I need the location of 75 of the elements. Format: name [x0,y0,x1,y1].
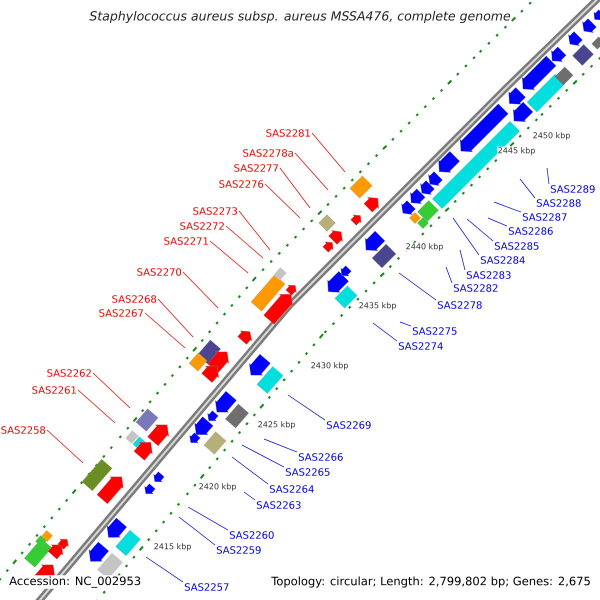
scale-label: 2435 kbp [358,302,397,310]
scale-label: 2430 kbp [310,362,349,370]
footer-text: Accession: NC_002953 [8,575,142,589]
leader-line [238,210,270,250]
gene-label: SAS2275 [412,327,456,335]
leader-line [232,456,268,484]
leader-line [46,430,84,464]
gene-label: SAS2284 [480,256,525,264]
gene-label: SAS2285 [494,242,538,250]
scale-label: 2445 kbp [497,146,536,156]
leader-line [372,322,398,342]
leader-line [144,312,186,348]
leader-line [452,218,480,256]
leader-line [182,272,218,308]
gene-label: SAS2277 [234,164,278,172]
gene-label: SAS2258 [1,426,46,434]
leader-line [546,168,550,184]
gene-label: SAS2268 [112,295,156,303]
gene-label: SAS2263 [256,501,301,509]
leader-line [178,516,216,546]
leader-line [288,394,326,420]
leader-line [400,322,412,326]
gene-label: SAS2259 [216,546,261,554]
leader-line [158,298,194,338]
leader-line [244,492,256,500]
gene-label: SAS2267 [99,309,143,317]
title: Staphylococcus aureus subsp. aureus MSSA476, complete genome [89,10,510,24]
gene-label: SAS2265 [286,468,330,476]
leader-line [146,556,184,582]
leader-line [242,444,284,468]
leader-line [460,250,466,270]
gene-label: SAS2287 [522,213,566,221]
gene-label: SAS2288 [536,199,581,207]
scale-label: 2420 kbp [198,482,237,492]
scale-label: 2415 kbp [153,542,192,552]
gene-label: SAS2260 [230,531,274,539]
gene-label: SAS2282 [454,284,498,292]
gene-label: SAS2270 [137,268,182,276]
scale-label: 2450 kbp [532,132,571,140]
gene-label: SAS2286 [508,227,553,235]
gene-label: SAS2271 [164,237,208,245]
leader-line [264,184,300,218]
gene-label: SAS2261 [32,386,76,394]
leader-line [398,272,436,300]
gene-label: SAS2266 [298,453,343,461]
leader-line [280,168,310,208]
gene-label: SAS2272 [180,222,224,230]
leader-line [494,202,522,212]
leader-line [446,266,452,284]
leader-line [466,218,494,242]
gene-label: SAS2278a [243,149,293,157]
leader-line [78,390,116,424]
scale-label: 2425 kbp [257,420,296,430]
gene-label: SAS2274 [398,342,443,350]
scale-label: 2440 kbp [405,242,444,252]
leader-line [188,506,228,530]
leader-line [488,218,508,226]
gene-label: SAS2262 [47,369,91,377]
leader-line [92,372,130,408]
leader-line [294,152,328,190]
gene-label: SAS2269 [326,421,371,429]
leader-line [226,226,264,258]
leader-line [520,178,536,198]
leader-line [312,132,346,172]
gene-label: SAS2289 [550,185,595,193]
gene-label: SAS2283 [466,271,511,279]
leader-line [210,240,248,274]
gene-label: SAS2276 [219,180,264,188]
footer-text: Topology: circular; Length: 2,799,802 bp; Genes: 2,675 [271,576,590,588]
gene-label: SAS2273 [193,207,237,215]
gene-label: SAS2264 [270,485,314,493]
gene-label: SAS2257 [184,583,228,591]
leader-line [264,438,298,452]
gene-label: SAS2278 [438,301,482,309]
gene-label: SAS2281 [266,129,310,137]
